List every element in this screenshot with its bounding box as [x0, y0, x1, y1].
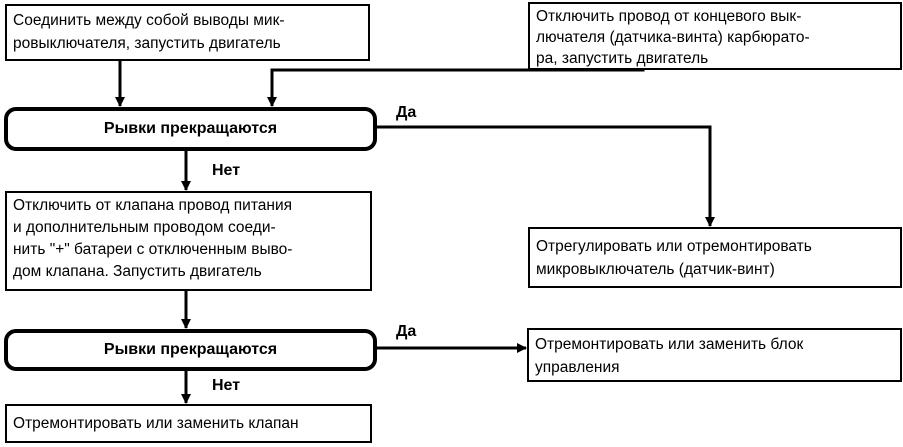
decision-jerks-stop-1: Рывки прекращаются — [4, 107, 377, 151]
label-no-1: Нет — [212, 162, 241, 179]
step-bypass-valve-power: Отключить от клапана провод питания и до… — [5, 191, 372, 291]
step-short-microswitch: Соединить между собой выводы мик- ровыкл… — [5, 4, 370, 61]
step-disconnect-limit-switch: Отключить провод от концевого вык- лючат… — [528, 2, 902, 70]
arrow-b2-to-d1 — [267, 68, 645, 107]
action-replace-control-unit: Отремонтировать или заменить блок управл… — [527, 328, 902, 382]
arrow-d1-yes-to-b4 — [376, 125, 715, 227]
label-yes-2: Да — [396, 323, 417, 340]
decision-jerks-stop-2: Рывки прекращаются — [4, 329, 377, 371]
label-no-2: Нет — [212, 377, 241, 394]
action-replace-valve: Отремонтировать или заменить клапан — [5, 404, 372, 443]
label-yes-1: Да — [396, 104, 417, 121]
action-adjust-microswitch: Отрегулировать или отремонтировать микро… — [528, 227, 902, 288]
